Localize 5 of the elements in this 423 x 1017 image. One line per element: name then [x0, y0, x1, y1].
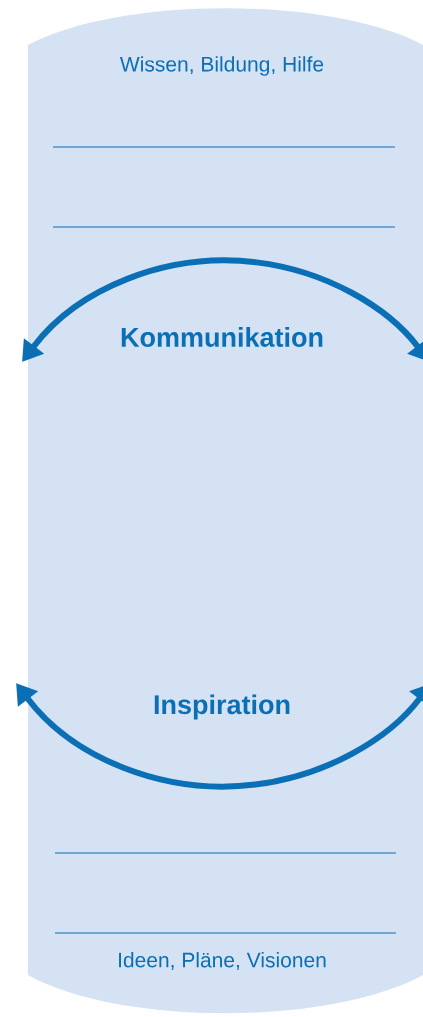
arc-label: Kommunikation	[121, 327, 323, 347]
band-heading: Wissen, Bildung, Hilfe	[119, 56, 324, 76]
band-footer: Ideen, Pläne, Visionen	[119, 952, 326, 970]
band	[28, 8, 423, 1014]
arc-label: Inspiration	[154, 694, 290, 720]
